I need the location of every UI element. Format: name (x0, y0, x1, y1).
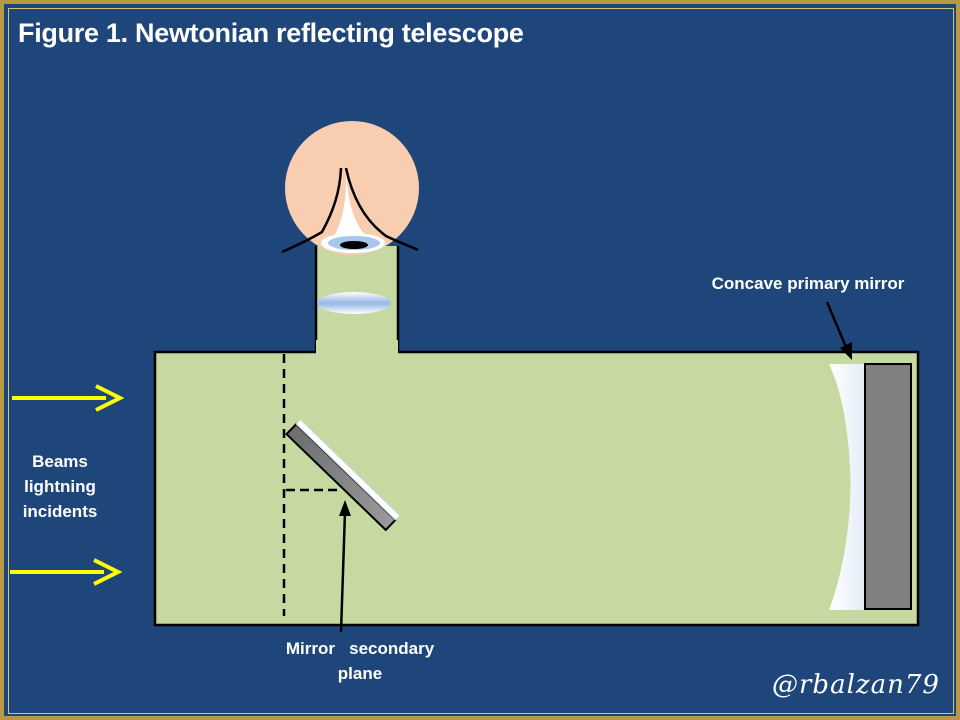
secondary-mirror-pointer (339, 511, 347, 633)
main-tube (155, 352, 918, 625)
primary-mirror-pointer (825, 301, 848, 348)
figure-title: Figure 1. Newtonian reflecting telescope (18, 18, 524, 48)
label-beams-line-1: Beams (32, 452, 88, 471)
label-secondary-mirror: Mirror secondary plane (276, 636, 444, 686)
label-beams-line-3: incidents (22, 502, 98, 521)
primary-mirror-back (864, 363, 912, 610)
secondary-mirror (285, 419, 401, 532)
author-signature: @rbalzan79 (772, 670, 940, 700)
eyepiece-lens (317, 292, 391, 314)
eye-pupil (340, 241, 368, 249)
eyelid-left (281, 167, 343, 254)
primary-mirror-glass (829, 364, 866, 610)
label-secondary-line-1: Mirror secondary (285, 639, 435, 658)
secondary-mirror-pointer-head (339, 500, 351, 516)
main-tube-outline (153, 350, 920, 627)
eye-white (331, 170, 368, 246)
label-primary-mirror: Concave primary mirror (711, 274, 905, 293)
primary-mirror-pointer-head (840, 342, 852, 360)
label-secondary-line-2: plane (337, 664, 383, 683)
label-beams: Beams lightning incidents (10, 449, 110, 524)
eyelid-right (344, 167, 419, 252)
label-beams-line-2: lightning (24, 477, 96, 496)
